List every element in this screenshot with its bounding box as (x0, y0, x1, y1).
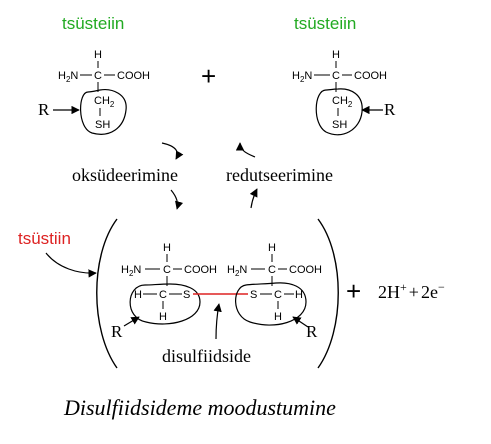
r-arrow-cystine-right (292, 316, 309, 328)
cystine-carboxyl-left: COOH (184, 264, 217, 276)
cysteine-right-label: tsüsteiin (294, 14, 356, 33)
thiol-right: SH (332, 119, 347, 131)
oxidation-arrow-in (161, 142, 184, 160)
cystine-h-left: H (134, 289, 142, 301)
alpha-carbon-right: C (332, 70, 340, 82)
thiol-left: SH (95, 119, 110, 131)
cystine-pointer-arrow (45, 252, 97, 278)
cystine-alpha-c-left: C (163, 264, 171, 276)
reduction-arrow-up (249, 188, 258, 209)
cystine-c2-left: C (159, 289, 167, 301)
carboxyl-right: COOH (354, 70, 387, 82)
alpha-carbon-left: C (94, 70, 102, 82)
cysteine-left-label: tsüsteiin (62, 14, 124, 33)
amino-group-left: H2N (58, 70, 78, 84)
carboxyl-left: COOH (117, 70, 150, 82)
cystine-sulfur-right: S (250, 289, 257, 301)
cysteine-right: tsüsteiin H H2N C COOH CH2 SH R (292, 14, 396, 136)
cystine-h-right: H (295, 289, 303, 301)
side-chain-outline-left (80, 89, 127, 135)
cystine-amino-left: H2N (121, 264, 141, 278)
ch2-left: CH2 (94, 95, 115, 109)
cystine-c2-right: C (274, 289, 282, 301)
r-group-label-right: R (384, 100, 396, 119)
cystine-h-bottom-left: H (159, 311, 167, 323)
cystine-alpha-c-right: C (268, 264, 276, 276)
oxidation-arrow-down (170, 189, 184, 210)
diagram-caption: Disulfiidsideme moodustumine (63, 395, 336, 420)
r-group-label-cystine-right: R (306, 322, 318, 341)
left-bracket (96, 218, 118, 369)
r-group-label-cystine-left: R (111, 322, 123, 341)
cystine-alpha-h-left: H (163, 242, 171, 254)
r-arrow-cystine-left (123, 316, 140, 327)
disulfide-bond-label: disulfiidside (162, 346, 251, 366)
cystine-molecule: H H2N C COOH H C S H H H2N C COOH S C H … (121, 242, 322, 326)
ch2-right: CH2 (332, 95, 353, 109)
reduction-label: redutseerimine (226, 165, 333, 185)
reduction-arrow-out (235, 142, 256, 158)
amino-group-right: H2N (292, 70, 312, 84)
cystine-sulfur-left: S (183, 289, 190, 301)
cystine-h-bottom-right: H (274, 311, 282, 323)
right-bracket (317, 218, 339, 369)
cystine-label: tsüstiin (18, 229, 71, 248)
cysteine-left: tsüsteiin H H2N C COOH CH2 SH R (38, 14, 150, 135)
plus-sign-products: + (346, 276, 361, 306)
plus-sign-top: + (201, 61, 216, 91)
cystine-amino-right: H2N (227, 264, 247, 278)
protons-electrons: 2H++2e− (378, 280, 445, 302)
disulfide-pointer-arrow (213, 303, 222, 340)
cystine-alpha-h-right: H (268, 242, 276, 254)
alpha-h-left: H (94, 49, 102, 61)
cystine-side-outline-right (235, 282, 307, 326)
cystine-carboxyl-right: COOH (289, 264, 322, 276)
oxidation-label: oksüdeerimine (72, 165, 178, 185)
alpha-h-right: H (332, 49, 340, 61)
r-group-label-left: R (38, 100, 50, 119)
cystine-side-outline-left (129, 283, 201, 325)
